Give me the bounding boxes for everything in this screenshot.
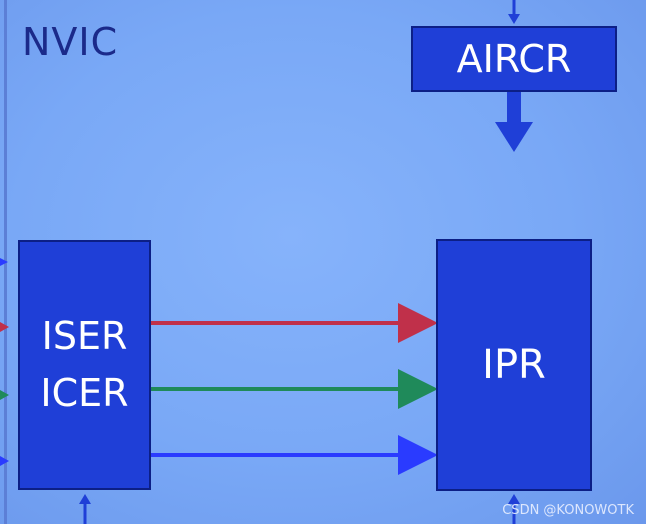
icer-label: ICER (40, 371, 129, 415)
ipr-label: IPR (482, 342, 546, 388)
iser-icer-block: ISER ICER (18, 240, 151, 490)
input-stub-red (0, 322, 9, 332)
input-stub-blue (0, 456, 9, 466)
nvic-title: NVIC (22, 20, 119, 64)
iser-label: ISER (41, 314, 128, 358)
aircr-output-arrow-head (495, 122, 533, 152)
aircr-label: AIRCR (456, 37, 572, 81)
arrow-into-ipr-bottom-head (508, 494, 520, 504)
arrow-into-iser-bottom-head (79, 494, 91, 504)
input-stub-top (0, 258, 8, 266)
arrow-into-aircr-head (508, 14, 520, 24)
input-stub-green (0, 390, 9, 400)
ipr-block: IPR (436, 239, 592, 491)
watermark: CSDN @KONOWOTK (502, 503, 634, 518)
aircr-output-arrow-shaft (507, 92, 521, 124)
aircr-block: AIRCR (411, 26, 617, 92)
